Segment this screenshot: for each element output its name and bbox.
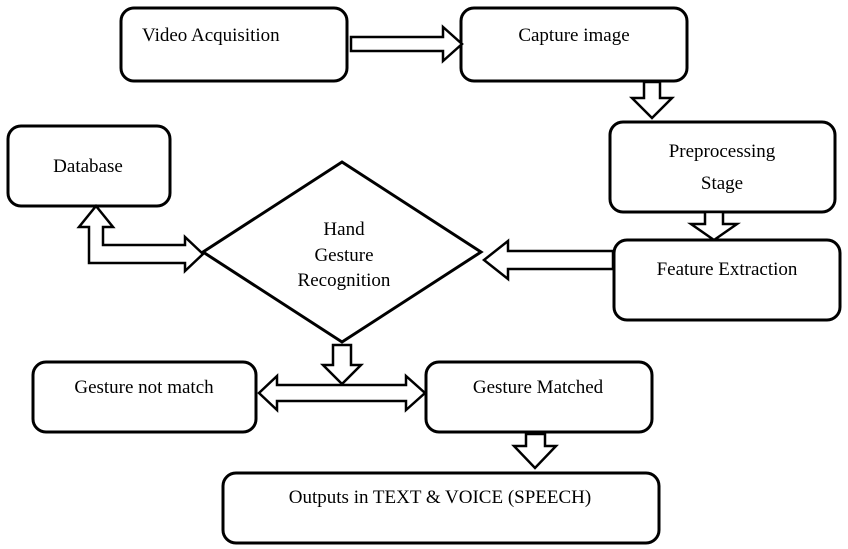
hand-gesture-recognition-diamond [200,160,484,344]
outputs-box [221,471,661,545]
arrow-preprocessing-to-feature [687,210,741,242]
gesture-not-match-box [31,360,258,434]
arrow-not-match-to-matched [257,373,427,413]
hand-label-line1: Hand [323,219,365,240]
arrow-feature-to-diamond [481,238,615,282]
preprocessing-label-line1: Preprocessing [669,141,776,162]
outputs-label: Outputs in TEXT & VOICE (SPEECH) [289,487,591,508]
video-acquisition-box [119,6,349,83]
hand-label-line2: Gesture [314,245,373,266]
gesture-matched-label: Gesture Matched [473,377,604,398]
arrow-diamond-to-database [76,204,205,274]
feature-extraction-box [612,238,842,322]
capture-image-label: Capture image [518,25,629,46]
preprocessing-stage-box [608,120,837,214]
database-box [6,124,172,208]
feature-extraction-label: Feature Extraction [657,259,798,280]
arrow-matched-to-outputs [511,432,559,470]
gesture-matched-box [424,360,654,434]
arrow-video-to-capture [349,24,464,64]
arrow-capture-to-preprocessing [628,80,676,120]
preprocessing-label-line2: Stage [701,173,743,194]
hand-label-line3: Recognition [298,270,391,291]
video-acquisition-label: Video Acquisition [142,25,280,46]
arrow-diamond-down [319,343,365,386]
database-label: Database [53,156,123,177]
gesture-not-match-label: Gesture not match [74,377,214,398]
